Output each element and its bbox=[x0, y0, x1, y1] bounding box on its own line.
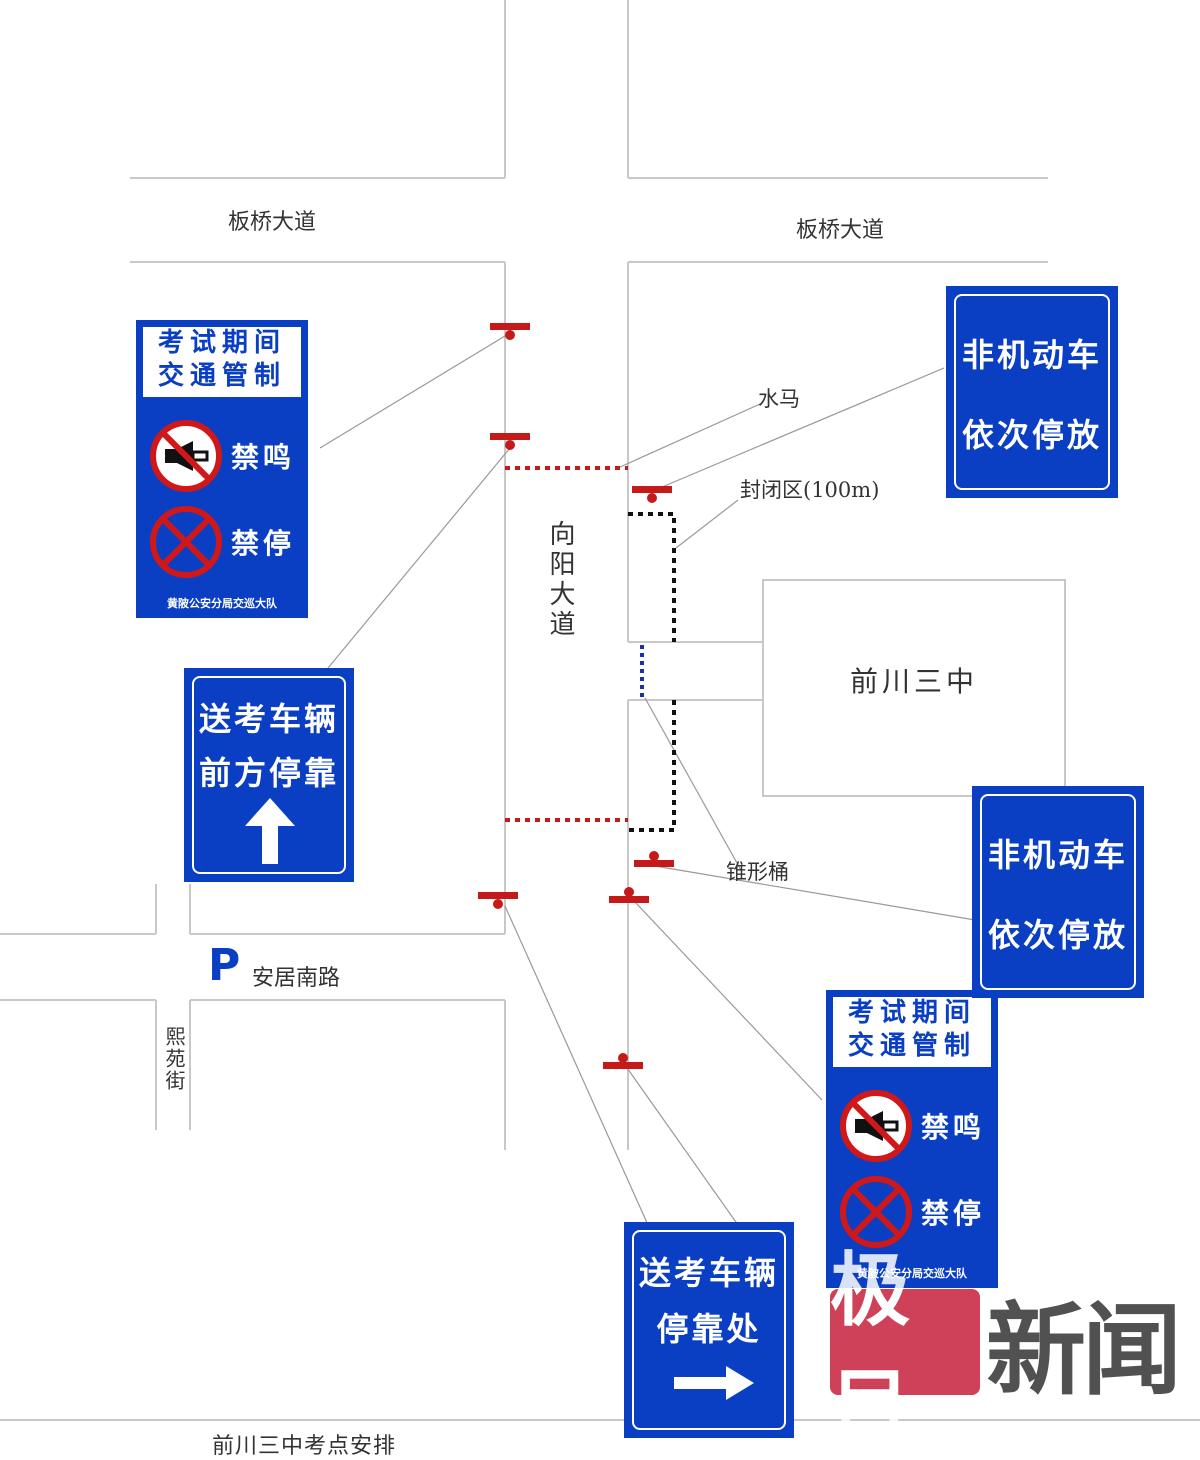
exam-sign-header: 考试期间 交通管制 bbox=[143, 327, 301, 397]
barrier-marker bbox=[603, 1053, 643, 1069]
dropoff-ahead-line2: 前方停靠 bbox=[198, 754, 339, 792]
bike-sign-line2: 依次停放 bbox=[987, 916, 1128, 954]
barrier-marker bbox=[634, 851, 674, 867]
no-horn-row: 禁鸣 bbox=[149, 419, 299, 493]
exam-sign-footer: 黄陂公安分局交巡大队 bbox=[857, 1267, 967, 1280]
barrier-marker bbox=[632, 486, 672, 503]
school-label: 前川三中 bbox=[850, 665, 979, 698]
road-label-cross: 安居南路 bbox=[252, 966, 341, 991]
closed-zone bbox=[628, 512, 676, 832]
map-caption: 前川三中考点安排 bbox=[212, 1434, 397, 1459]
dropoff-here-line2: 停靠处 bbox=[656, 1310, 762, 1348]
water-barrier-label: 水马 bbox=[758, 387, 800, 411]
exam-sign-line2: 交通管制 bbox=[847, 1031, 976, 1061]
cone-label: 锥形桶 bbox=[726, 860, 789, 884]
exam-sign-header: 考试期间 交通管制 bbox=[833, 997, 991, 1067]
barrier-marker bbox=[478, 892, 518, 909]
road-label-top-left: 板桥大道 bbox=[228, 210, 317, 235]
no-horn-row: 禁鸣 bbox=[839, 1089, 989, 1163]
barrier-marker bbox=[609, 887, 649, 903]
news-watermark: 极目 新闻 bbox=[830, 1244, 1182, 1453]
no-horn-icon bbox=[150, 420, 222, 492]
road-label-main: 向阳大道 bbox=[545, 520, 575, 640]
bike-sign-line1: 非机动车 bbox=[961, 336, 1102, 374]
barrier-markers bbox=[478, 323, 674, 1069]
road-edges bbox=[0, 0, 1200, 1421]
exam-sign-footer: 黄陂公安分局交巡大队 bbox=[167, 597, 277, 610]
no-parking-row: 禁停 bbox=[839, 1175, 989, 1249]
bike-parking-sign-bottom: 非机动车 依次停放 bbox=[972, 786, 1144, 998]
bike-sign-line1: 非机动车 bbox=[987, 836, 1128, 874]
no-horn-text: 禁鸣 bbox=[921, 1111, 986, 1144]
arrow-up-icon bbox=[245, 798, 295, 864]
barrier-marker bbox=[490, 323, 530, 340]
closed-zone-label: 封闭区(100m) bbox=[740, 478, 880, 502]
no-parking-icon bbox=[840, 1176, 912, 1248]
barrier-lines bbox=[505, 466, 628, 822]
no-parking-text: 禁停 bbox=[231, 527, 296, 560]
arrow-right-icon bbox=[674, 1366, 754, 1400]
exam-sign-line1: 考试期间 bbox=[847, 998, 976, 1028]
watermark-text: 新闻 bbox=[986, 1291, 1182, 1409]
dropoff-here-line1: 送考车辆 bbox=[638, 1254, 779, 1292]
exam-control-sign-right: 考试期间 交通管制 禁鸣 禁停 黄陂公安分局交巡大队 bbox=[826, 990, 998, 1288]
parking-icon: P bbox=[208, 940, 241, 991]
no-parking-row: 禁停 bbox=[149, 505, 299, 579]
no-horn-icon bbox=[840, 1090, 912, 1162]
barrier-marker bbox=[490, 433, 530, 450]
no-horn-text: 禁鸣 bbox=[231, 441, 296, 474]
leader-lines bbox=[319, 332, 976, 1226]
dropoff-here-sign: 送考车辆 停靠处 bbox=[624, 1222, 794, 1438]
exam-sign-line2: 交通管制 bbox=[157, 361, 286, 391]
no-parking-icon bbox=[150, 506, 222, 578]
bike-parking-sign-top: 非机动车 依次停放 bbox=[946, 286, 1118, 498]
watermark-logo: 极目 bbox=[830, 1244, 980, 1453]
road-label-top-right: 板桥大道 bbox=[796, 218, 885, 243]
no-parking-text: 禁停 bbox=[921, 1197, 986, 1230]
road-label-side: 熙苑街 bbox=[162, 1026, 186, 1092]
dropoff-ahead-sign: 送考车辆 前方停靠 bbox=[184, 668, 354, 882]
bike-sign-line2: 依次停放 bbox=[961, 416, 1102, 454]
dropoff-ahead-line1: 送考车辆 bbox=[198, 700, 339, 738]
exam-control-sign-left: 考试期间 交通管制 禁鸣 禁停 黄陂公安分局交巡大队 bbox=[136, 320, 308, 618]
exam-sign-line1: 考试期间 bbox=[157, 328, 286, 358]
